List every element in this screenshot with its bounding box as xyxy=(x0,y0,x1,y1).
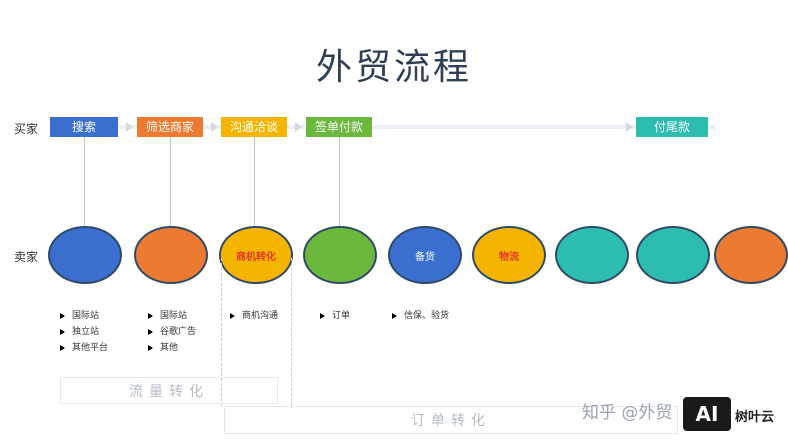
buyer-step-screen: 筛选商家 xyxy=(137,117,203,137)
seller-stage-5: 备货 xyxy=(388,226,462,284)
arrow-right-icon xyxy=(626,122,633,132)
seller-stage-7 xyxy=(555,226,629,284)
seller-stage-9 xyxy=(714,226,788,284)
group-label: 流量转化 xyxy=(129,383,209,400)
bullet-triangle-icon xyxy=(148,312,153,319)
separator-dashed xyxy=(291,258,292,406)
list-item: 订单 xyxy=(320,308,350,324)
bullet-triangle-icon xyxy=(320,312,325,319)
buyer-step-search: 搜索 xyxy=(50,117,118,137)
arrow-right-icon xyxy=(126,122,133,132)
bullet-list-3: 商机沟通 xyxy=(230,308,278,324)
connector-negotiate xyxy=(254,136,255,228)
bullet-list-1: 国际站 独立站 其他平台 xyxy=(60,308,108,356)
buyer-step-label: 沟通洽谈 xyxy=(229,120,278,134)
watermark: 知乎 @外贸 xyxy=(582,403,673,423)
bullet-triangle-icon xyxy=(60,312,65,319)
list-item: 其他平台 xyxy=(60,340,108,356)
bullet-triangle-icon xyxy=(392,312,397,319)
bullet-list-5: 信保、验货 xyxy=(392,308,449,324)
connector-sign xyxy=(339,136,340,228)
buyer-step-sign: 签单付款 xyxy=(306,117,372,137)
bullet-triangle-icon xyxy=(148,328,153,335)
list-item: 谷歌广告 xyxy=(148,324,196,340)
brand-name: 树叶云 xyxy=(735,410,775,425)
traffic-conversion-group: 流量转化 xyxy=(60,377,278,404)
bullet-triangle-icon xyxy=(60,344,65,351)
arrow-right-icon xyxy=(295,122,302,132)
bullet-triangle-icon xyxy=(60,328,65,335)
seller-stage-4 xyxy=(303,226,377,284)
seller-stage-3: 商机转化 xyxy=(219,226,293,284)
buyer-step-label: 付尾款 xyxy=(653,120,690,134)
connector-search xyxy=(84,136,85,228)
list-item: 其他 xyxy=(148,340,196,356)
seller-stage-6: 物流 xyxy=(472,226,546,284)
seller-stage-label: 备货 xyxy=(415,251,435,263)
bullet-triangle-icon xyxy=(148,344,153,351)
seller-stage-1 xyxy=(48,226,122,284)
page-title: 外贸流程 xyxy=(315,47,472,88)
bullet-list-2: 国际站 谷歌广告 其他 xyxy=(148,308,196,356)
ai-logo-icon: AI xyxy=(683,397,731,431)
list-item: 商机沟通 xyxy=(230,308,278,324)
connector-screen xyxy=(170,136,171,228)
buyer-step-label: 筛选商家 xyxy=(145,120,194,134)
arrow-right-icon xyxy=(211,122,218,132)
bullet-triangle-icon xyxy=(230,312,235,319)
buyer-step-label: 搜索 xyxy=(71,120,96,134)
seller-row-label: 卖家 xyxy=(14,250,39,264)
seller-stage-label: 物流 xyxy=(499,251,519,263)
buyer-flow-line xyxy=(60,125,715,129)
buyer-step-label: 签单付款 xyxy=(314,120,363,134)
group-label: 订单转化 xyxy=(411,413,491,429)
buyer-row-label: 买家 xyxy=(14,122,39,136)
bullet-list-4: 订单 xyxy=(320,308,350,324)
list-item: 国际站 xyxy=(60,308,108,324)
order-conversion-group: 订单转化 xyxy=(224,406,678,434)
buyer-step-final-payment: 付尾款 xyxy=(636,117,708,137)
buyer-step-negotiate: 沟通洽谈 xyxy=(221,117,287,137)
list-item: 独立站 xyxy=(60,324,108,340)
list-item: 国际站 xyxy=(148,308,196,324)
seller-stage-label: 商机转化 xyxy=(236,251,276,263)
list-item: 信保、验货 xyxy=(392,308,449,324)
seller-stage-2 xyxy=(134,226,208,284)
seller-stage-8 xyxy=(636,226,710,284)
separator-dashed xyxy=(221,258,222,406)
